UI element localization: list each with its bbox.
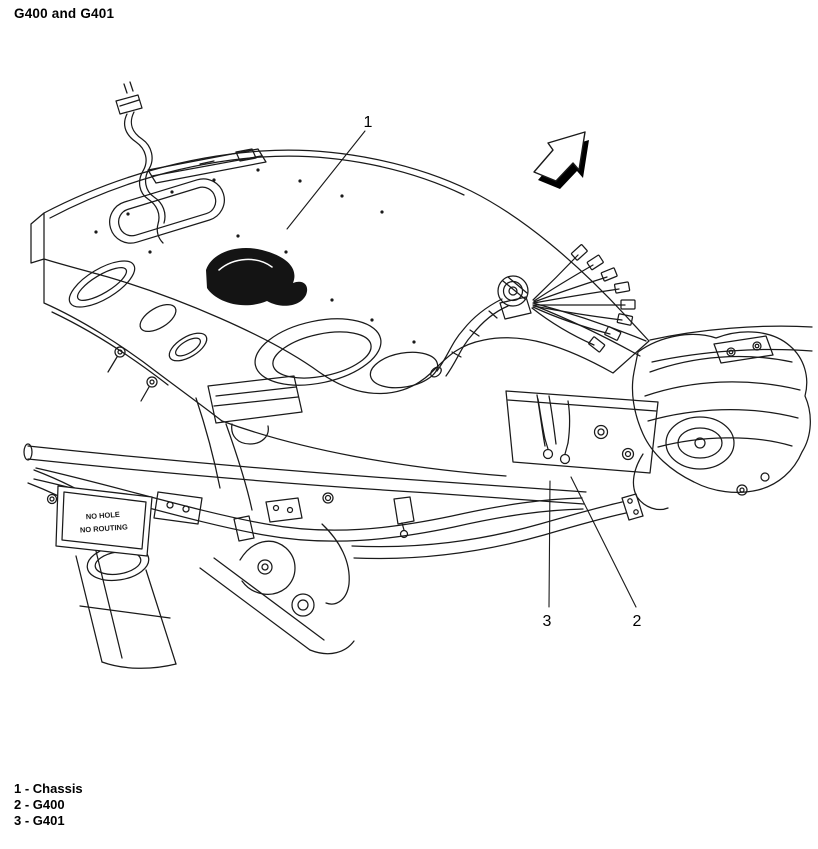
wiring-harness <box>430 244 647 447</box>
catalytic-converter <box>631 331 811 511</box>
front-direction-arrow-icon <box>533 131 589 189</box>
ground-terminal-g401 <box>537 398 554 460</box>
callout-3-label: 3 <box>543 613 552 630</box>
leader-line-3 <box>548 480 551 608</box>
legend-item-3: 3 - G401 <box>14 813 83 829</box>
legend-item-name: G400 <box>32 797 65 812</box>
frame-rail-top <box>147 148 267 184</box>
legend-separator: - <box>21 797 33 812</box>
front-frame-section <box>27 469 355 669</box>
ground-bracket <box>505 390 659 474</box>
legend-item-2: 2 - G400 <box>14 797 83 813</box>
ground-terminal-g400 <box>559 400 571 465</box>
plate-text-line2: NO ROUTING <box>80 522 129 534</box>
leader-line-2 <box>570 476 637 608</box>
vent-hose <box>115 81 166 244</box>
legend-item-number: 1 <box>14 781 22 796</box>
callout-2-label: 2 <box>633 613 642 630</box>
callouts: 1 3 2 <box>286 114 642 630</box>
rivet-dots <box>94 168 416 344</box>
legend-item-name: G401 <box>32 813 65 828</box>
plate-text-line1: NO HOLE <box>85 510 120 521</box>
legend-separator: - <box>21 781 33 796</box>
no-routing-plate: NO HOLE NO ROUTING <box>55 485 153 557</box>
page-title: G400 and G401 <box>14 6 115 21</box>
exhaust-pipe <box>351 493 644 560</box>
legend: 1 - Chassis 2 - G400 3 - G401 <box>14 781 83 829</box>
chassis-frame <box>30 149 650 511</box>
legend-separator: - <box>21 813 33 828</box>
legend-item-number: 3 <box>14 813 22 828</box>
crossmember <box>23 443 587 542</box>
callout-1-label: 1 <box>364 114 373 131</box>
leader-line-1 <box>286 130 366 230</box>
legend-item-number: 2 <box>14 797 22 812</box>
legend-item-1: 1 - Chassis <box>14 781 83 797</box>
legend-item-name: Chassis <box>32 781 83 796</box>
